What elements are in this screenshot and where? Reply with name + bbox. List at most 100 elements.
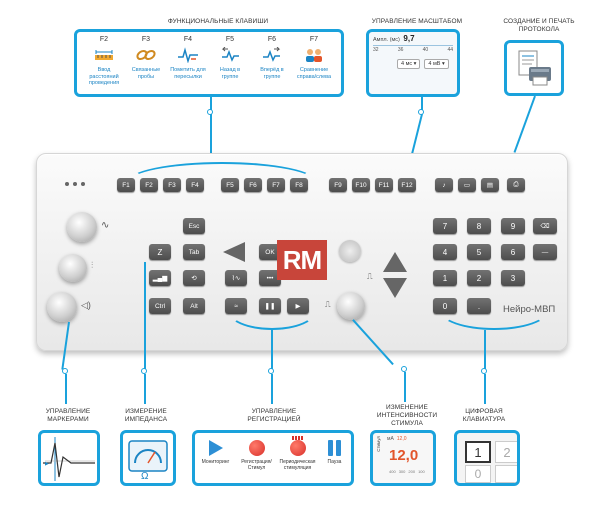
caption-registration: УПРАВЛЕНИЕ РЕГИСТРАЦИЕЙ: [247, 408, 301, 424]
numpad-1[interactable]: 1: [433, 270, 457, 286]
microphone-key[interactable]: ♪: [435, 178, 453, 192]
key-f1[interactable]: F1: [117, 178, 135, 192]
fn-cell-f2[interactable]: F2 Ввод расстояний проведения: [85, 36, 123, 87]
key-f12[interactable]: F12: [398, 178, 416, 192]
numpad-6[interactable]: 6: [501, 244, 525, 260]
fn-key-label: F4: [183, 36, 193, 43]
key-esc[interactable]: Esc: [183, 218, 205, 234]
intensity-value: 12,0: [389, 447, 419, 464]
stimulus-pulse-icon: ⎍: [325, 300, 331, 309]
wave-mark-icon: [176, 46, 200, 64]
key-f11[interactable]: F11: [375, 178, 393, 192]
numpad-9[interactable]: 9: [501, 218, 525, 234]
svg-text:▶: ▶: [45, 461, 49, 467]
numpad-7[interactable]: 7: [433, 218, 457, 234]
fn-cell-f7[interactable]: F7 Сравнение справа/слева: [295, 36, 333, 87]
key-f5[interactable]: F5: [221, 178, 239, 192]
print-key[interactable]: ⎙: [507, 178, 525, 192]
function-keys-grid: F2 Ввод расстояний проведения F3 Связанн…: [77, 32, 341, 87]
key-f8[interactable]: F8: [290, 178, 308, 192]
key-ctrl[interactable]: Ctrl: [149, 298, 171, 314]
key-alt[interactable]: Alt: [183, 298, 205, 314]
key-wave[interactable]: ⌇∿: [225, 270, 247, 286]
fn-cell-f3[interactable]: F3 Связанные пробы: [127, 36, 165, 87]
key-z[interactable]: Z: [149, 244, 171, 260]
intensity-knob[interactable]: [337, 292, 365, 320]
key-f3[interactable]: F3: [163, 178, 181, 192]
arrow-left-key[interactable]: [223, 242, 245, 262]
fn-cell-f4[interactable]: F4 Пометить для пересылки: [169, 36, 207, 87]
key-dots[interactable]: •••: [259, 270, 281, 286]
scale-label: Ампл. (мс): [373, 37, 400, 43]
stimulus-tab[interactable]: Стимул: [376, 436, 381, 452]
arrow-forward-icon: [260, 46, 284, 64]
play-icon: [208, 440, 223, 456]
fn-key-label: F3: [141, 36, 151, 43]
connector-dot: [62, 368, 68, 374]
arrow-down-key[interactable]: [383, 278, 407, 298]
key-f10[interactable]: F10: [352, 178, 370, 192]
key-ok[interactable]: OK: [259, 244, 281, 260]
key-f6[interactable]: F6: [244, 178, 262, 192]
periodic-stimulation-button[interactable]: Периодическая стимуляция: [279, 436, 317, 472]
numpad-key-0[interactable]: 0: [465, 465, 491, 483]
fn-cell-f6[interactable]: F6 Вперёд в группе: [253, 36, 291, 87]
led-icon: [81, 182, 85, 186]
intensity-scale-tick: 300: [398, 469, 406, 474]
backspace-key[interactable]: ⌫: [533, 218, 557, 234]
key-chart[interactable]: ▂▄▆: [149, 270, 171, 286]
impedance-meter-icon: Ω: [128, 440, 168, 482]
fn-desc: Сравнение справа/слева: [296, 67, 332, 80]
fn-cell-f5[interactable]: F5 Назад в группе: [211, 36, 249, 87]
second-knob[interactable]: [59, 254, 87, 282]
numpad-key-2[interactable]: 2: [495, 441, 517, 463]
amplitude-scale-select[interactable]: 4 мВ ▾: [424, 59, 449, 69]
registration-item-label: Периодическая стимуляция: [279, 459, 316, 471]
screen-key[interactable]: ▭: [458, 178, 476, 192]
scale-value: 9,7: [403, 34, 415, 43]
marker-waveform-icon: ▶: [43, 437, 95, 481]
numpad-key-blank[interactable]: [495, 465, 517, 483]
key-f9[interactable]: F9: [329, 178, 347, 192]
numpad-3[interactable]: 3: [501, 270, 525, 286]
key-f2[interactable]: F2: [140, 178, 158, 192]
protocol-key[interactable]: ▤: [481, 178, 499, 192]
scale-tick: 44: [447, 47, 453, 53]
minus-key[interactable]: —: [533, 244, 557, 260]
microphone-icon: ♪: [442, 181, 446, 189]
marker-knob[interactable]: [67, 212, 97, 242]
intensity-scale-tick: 400: [389, 469, 396, 474]
registration-item-label: Регистрация/ Стимул: [241, 459, 272, 471]
numpad-2[interactable]: 2: [467, 270, 491, 286]
arrow-up-key[interactable]: [383, 252, 407, 272]
arrow-back-icon: [218, 46, 242, 64]
connector-dot: [481, 368, 487, 374]
intensity-scale-tick: 100: [418, 469, 425, 474]
time-scale-select[interactable]: 4 мс ▾: [397, 59, 421, 69]
volume-knob[interactable]: [47, 292, 77, 322]
key-loop[interactable]: ⟲: [183, 270, 205, 286]
caption-protocol: СОЗДАНИЕ И ПЕЧАТЬ ПРОТОКОЛА: [503, 18, 575, 34]
fn-desc: Вперёд в группе: [260, 67, 284, 80]
caption-scale: УПРАВЛЕНИЕ МАСШТАБОМ: [371, 18, 463, 25]
pause-button[interactable]: Пауза: [320, 440, 350, 472]
key-f4[interactable]: F4: [186, 178, 204, 192]
numpad-8[interactable]: 8: [467, 218, 491, 234]
connector-line: [513, 95, 536, 153]
numpad-4[interactable]: 4: [433, 244, 457, 260]
numpad-key-1[interactable]: 1: [465, 441, 491, 463]
monitoring-button[interactable]: Мониторинг: [197, 440, 235, 472]
key-f7[interactable]: F7: [267, 178, 285, 192]
connector-line: [484, 330, 486, 370]
time-scale-value: 4 мс: [401, 61, 413, 67]
joystick-icon[interactable]: [339, 240, 361, 262]
bar-chart-icon: ▂▄▆: [152, 275, 168, 282]
key-tab[interactable]: Tab: [183, 244, 205, 260]
record-stimulus-button[interactable]: Регистрация/ Стимул: [238, 440, 276, 472]
pulse-icon: ⎍: [367, 272, 373, 281]
pause-icon: [328, 440, 341, 456]
connector-line: [271, 374, 273, 404]
numpad-5[interactable]: 5: [467, 244, 491, 260]
connector-line: [210, 97, 212, 111]
connector-line: [210, 114, 212, 164]
